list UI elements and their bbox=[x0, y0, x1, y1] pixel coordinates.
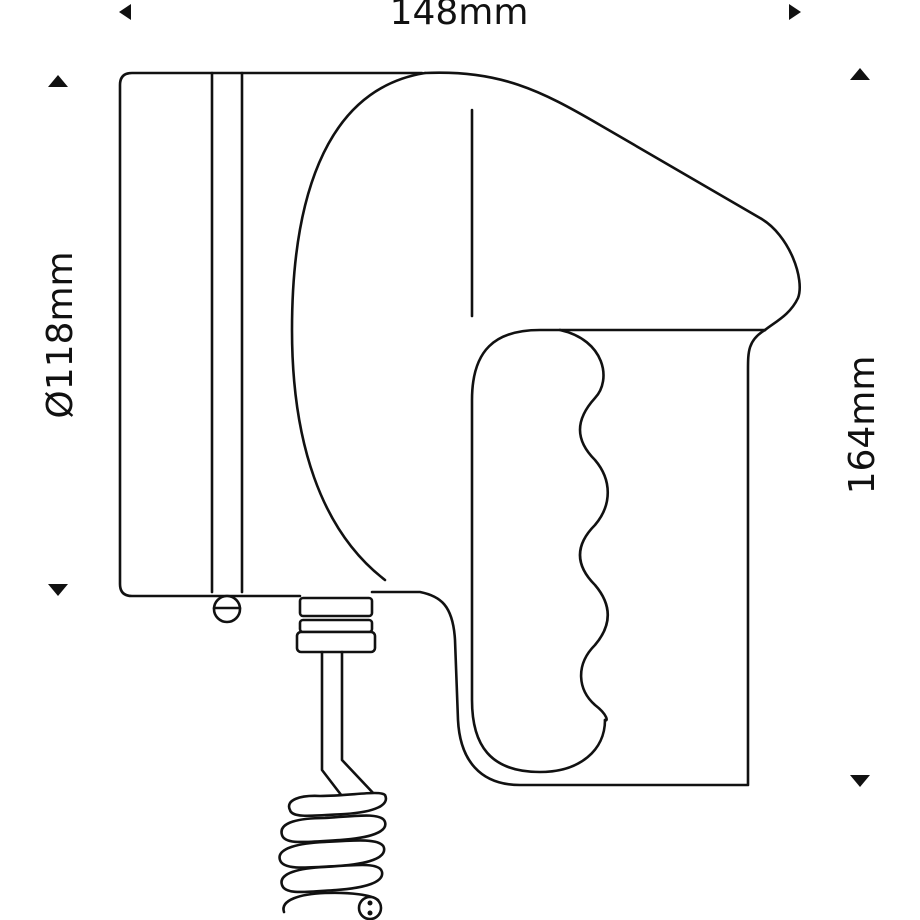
cable-plug-dot-top bbox=[367, 900, 373, 906]
width-label: 148mm bbox=[390, 0, 529, 33]
height-arrow-bottom bbox=[850, 775, 870, 787]
connector-ring bbox=[298, 618, 374, 634]
width-dimension: 148mm bbox=[119, 0, 801, 33]
height-dimension: 164mm bbox=[842, 68, 883, 787]
height-label: 164mm bbox=[842, 356, 883, 495]
cable-coil-1 bbox=[287, 791, 388, 818]
diameter-arrow-bottom bbox=[48, 584, 68, 596]
cable-coil-2 bbox=[280, 814, 387, 844]
lamp-rear-curve bbox=[290, 71, 427, 582]
coiled-cable bbox=[278, 650, 388, 920]
cable-plug-dot-bottom bbox=[367, 910, 373, 916]
cable-straight-left bbox=[320, 650, 347, 802]
width-arrow-right bbox=[789, 4, 801, 20]
cable-connector bbox=[295, 596, 377, 654]
diameter-dimension: Ø118mm bbox=[40, 75, 81, 596]
lamp-head-outline bbox=[118, 71, 424, 598]
handle-inner-outline bbox=[470, 328, 767, 774]
housing-top-outline bbox=[423, 71, 801, 332]
diameter-arrow-top bbox=[48, 75, 68, 87]
lamp-head bbox=[118, 71, 474, 598]
cable-coil-3 bbox=[278, 839, 386, 869]
cable-straight-right bbox=[340, 650, 377, 797]
height-arrow-top bbox=[850, 68, 870, 80]
diameter-label: Ø118mm bbox=[40, 251, 81, 418]
handle-body bbox=[370, 71, 801, 787]
connector-base bbox=[295, 630, 377, 654]
mounting-screw bbox=[212, 594, 242, 624]
cable-coil-4 bbox=[280, 863, 384, 894]
cable-plug-icon bbox=[357, 895, 383, 920]
finger-grip-contour bbox=[558, 328, 609, 722]
width-arrow-left bbox=[119, 4, 131, 20]
connector-collar bbox=[298, 596, 374, 618]
handle-outline bbox=[370, 328, 767, 787]
